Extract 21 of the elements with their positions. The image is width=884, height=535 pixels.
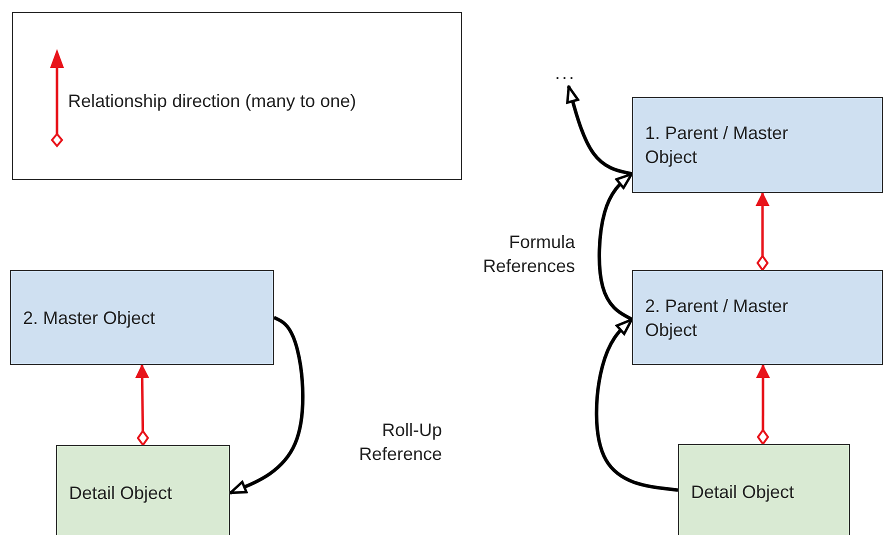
relationship-arrow bbox=[756, 192, 770, 271]
object-box bbox=[632, 270, 883, 365]
object-name: Detail Object bbox=[69, 482, 172, 505]
relationship-arrow bbox=[756, 364, 770, 445]
reference-arrow bbox=[594, 318, 678, 492]
edge-label: Formula References bbox=[482, 231, 575, 278]
reference-arrow bbox=[598, 172, 634, 321]
object-name: 2. Master Object bbox=[23, 306, 156, 330]
reference-arrow bbox=[566, 85, 632, 176]
ellipsis-text: ... bbox=[555, 62, 589, 84]
object-name: Detail Object bbox=[691, 481, 794, 504]
reference-arrow bbox=[229, 316, 305, 495]
edge-label: Roll-Up Reference bbox=[358, 419, 442, 466]
object-box bbox=[632, 97, 883, 193]
object-box bbox=[56, 445, 230, 535]
legend-text: Relationship direction (many to one) bbox=[68, 90, 356, 113]
object-box bbox=[678, 444, 850, 535]
object-name: 1. Parent / Master Object bbox=[645, 122, 790, 169]
object-box bbox=[10, 270, 274, 365]
object-name: 2. Parent / Master Object bbox=[645, 294, 790, 342]
relationship-arrow bbox=[135, 364, 150, 446]
